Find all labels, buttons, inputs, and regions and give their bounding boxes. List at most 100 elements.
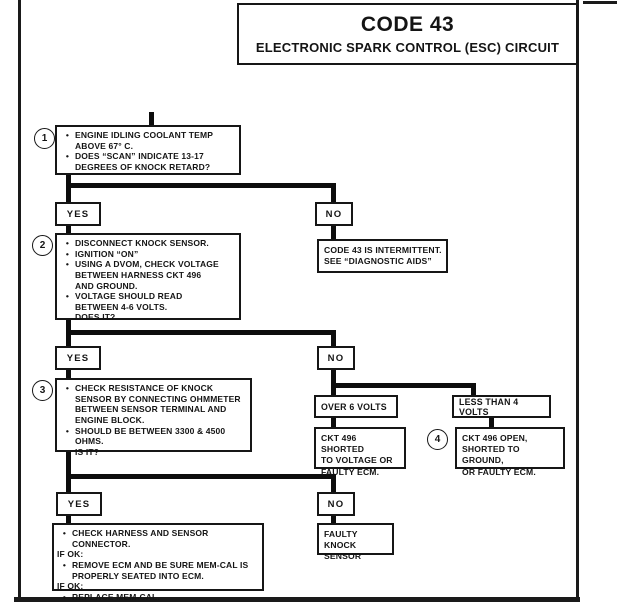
- no-label: NO: [325, 208, 343, 220]
- connector: [489, 416, 494, 428]
- page-border-left: [18, 0, 21, 602]
- page-border-right: [576, 0, 579, 602]
- connector: [66, 330, 336, 335]
- connector: [331, 514, 336, 524]
- step3-box: • CHECK RESISTANCE OF KNOCK SENSOR BY CO…: [55, 378, 252, 457]
- bullet-icon: •: [65, 130, 70, 140]
- checklist-item-text: DISCONNECT KNOCK SENSOR.: [75, 238, 209, 248]
- no-label: NO: [327, 352, 345, 364]
- outcome-text: SENSOR: [324, 551, 362, 562]
- bullet-icon: •: [65, 291, 70, 302]
- checklist-item-text: DOES “SCAN” INDICATE 13-17 DEGREES OF KN…: [75, 151, 211, 172]
- bullet-icon: •: [65, 248, 70, 259]
- checklist-item-text: IF OK:: [57, 581, 84, 592]
- outcome-text: SEE “DIAGNOSTIC AIDS”: [324, 256, 432, 267]
- connector: [66, 451, 71, 493]
- checklist-item-text: CHECK HARNESS AND SENSOR CONNECTOR.: [72, 528, 209, 549]
- outcome-text: SHORTED TO GROUND,: [462, 444, 520, 466]
- decision-label-yes-2: YES: [55, 346, 101, 370]
- checklist-item-text: SHOULD BE BETWEEN 3300 & 4500 OHMS.: [75, 425, 226, 447]
- bullet-icon: •: [62, 591, 67, 602]
- checklist-item: DOES IT?: [60, 312, 235, 323]
- step-number-badge: 4: [427, 429, 448, 450]
- step-number: 1: [41, 133, 48, 144]
- decision-label-no-1: NO: [315, 202, 353, 226]
- bullet-spacer: [60, 447, 75, 458]
- page-title: CODE 43: [360, 13, 455, 36]
- checklist-item-text: DOES IT?: [75, 312, 116, 323]
- outcome-text: FAULTY KNOCK: [324, 529, 358, 551]
- outcome-intermittent-box: CODE 43 IS INTERMITTENT. SEE “DIAGNOSTIC…: [317, 239, 448, 273]
- connector: [331, 416, 336, 428]
- decision-label-yes-1: YES: [55, 202, 101, 226]
- bullet-icon: •: [65, 425, 70, 436]
- bullet-icon: •: [62, 559, 67, 570]
- checklist-item-text: REPLACE MEM-CAL.: [72, 591, 160, 602]
- branch-less-than-4-volts: LESS THAN 4 VOLTS: [452, 395, 551, 418]
- bullet-icon: •: [65, 151, 70, 162]
- bullet-spacer: [60, 312, 75, 323]
- yes-label: YES: [67, 498, 91, 510]
- connector: [149, 112, 154, 125]
- step-number-badge: 2: [32, 235, 53, 256]
- checklist-item-text: VOLTAGE SHOULD READ BETWEEN 4-6 VOLTS.: [75, 291, 183, 312]
- checklist-item: • REMOVE ECM AND BE SURE MEM-CAL IS PROP…: [57, 560, 258, 581]
- checklist-item: • USING A DVOM, CHECK VOLTAGE BETWEEN HA…: [60, 259, 235, 291]
- checklist-item-text: IF OK:: [57, 549, 84, 560]
- connector: [331, 225, 336, 240]
- decision-label-yes-3: YES: [56, 492, 102, 516]
- connector: [331, 183, 336, 203]
- branch-over-6-volts: OVER 6 VOLTS: [314, 395, 398, 418]
- bullet-icon: •: [65, 238, 70, 248]
- outcome-faulty-sensor-box: FAULTY KNOCK SENSOR: [317, 523, 394, 561]
- checklist-item: • CHECK RESISTANCE OF KNOCK SENSOR BY CO…: [60, 383, 246, 426]
- checklist-item: • REPLACE MEM-CAL.: [57, 592, 258, 603]
- step-number-badge: 1: [34, 128, 55, 149]
- outcome-text: FAULTY ECM.: [321, 466, 380, 477]
- branch-label: LESS THAN 4 VOLTS: [459, 396, 519, 417]
- step1-box: • ENGINE IDLING COOLANT TEMP ABOVE 67° C…: [55, 125, 241, 175]
- outcome-text: OR FAULTY ECM.: [462, 466, 536, 477]
- step-number: 4: [434, 434, 441, 445]
- page-subtitle: ELECTRONIC SPARK CONTROL (ESC) CIRCUIT: [255, 40, 560, 55]
- checklist-item-text: IGNITION “ON”: [75, 248, 139, 259]
- step-number: 3: [39, 385, 46, 396]
- checklist-item: • SHOULD BE BETWEEN 3300 & 4500 OHMS.: [60, 426, 246, 447]
- step-number: 2: [39, 240, 46, 251]
- outcome-text: CODE 43 IS INTERMITTENT.: [324, 245, 442, 255]
- checklist-item: • ENGINE IDLING COOLANT TEMP ABOVE 67° C…: [60, 130, 235, 151]
- connector: [66, 225, 71, 235]
- connector: [471, 383, 476, 397]
- checklist-item: IF OK:: [57, 581, 258, 592]
- outcome-ckt-shorted-box: CKT 496 SHORTED TO VOLTAGE OR FAULTY ECM…: [314, 427, 406, 477]
- title-box: CODE 43 ELECTRONIC SPARK CONTROL (ESC) C…: [237, 3, 578, 65]
- connector: [66, 474, 336, 479]
- connector: [331, 383, 476, 388]
- no-label: NO: [327, 498, 345, 510]
- page-border-bottom: [14, 597, 580, 602]
- final-check-box: • CHECK HARNESS AND SENSOR CONNECTOR. IF…: [52, 523, 264, 602]
- connector: [66, 183, 336, 188]
- checklist-item-text: USING A DVOM, CHECK VOLTAGE BETWEEN HARN…: [75, 259, 219, 291]
- bullet-icon: •: [65, 383, 70, 393]
- checklist-item-text: ENGINE IDLING COOLANT TEMP ABOVE 67° C.: [75, 130, 213, 151]
- checklist-item: • DISCONNECT KNOCK SENSOR.: [60, 238, 235, 249]
- outcome-text: CKT 496 SHORTED: [321, 433, 365, 455]
- connector: [66, 514, 71, 524]
- decision-label-no-3: NO: [317, 492, 355, 516]
- bullet-icon: •: [62, 528, 67, 538]
- checklist-item: IS IT?: [60, 447, 246, 458]
- checklist-item-text: REMOVE ECM AND BE SURE MEM-CAL IS PROPER…: [72, 559, 249, 581]
- checklist-item: • IGNITION “ON”: [60, 249, 235, 260]
- connector: [66, 173, 71, 203]
- yes-label: YES: [66, 352, 90, 364]
- connector: [66, 369, 71, 379]
- page-border-fragment: [583, 1, 617, 4]
- outcome-text: TO VOLTAGE OR: [321, 455, 393, 466]
- yes-label: YES: [66, 208, 90, 220]
- checklist-item-text: IS IT?: [75, 446, 100, 457]
- checklist-item: • DOES “SCAN” INDICATE 13-17 DEGREES OF …: [60, 151, 235, 172]
- checklist-item: • VOLTAGE SHOULD READ BETWEEN 4-6 VOLTS.: [60, 291, 235, 312]
- connector: [331, 330, 336, 348]
